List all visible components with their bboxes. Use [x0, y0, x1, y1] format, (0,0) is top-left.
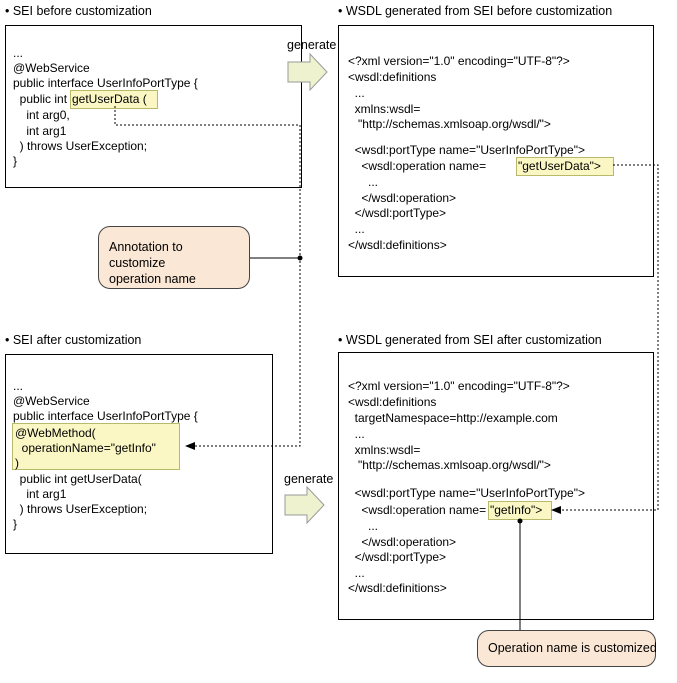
code-line: </wsdl:operation> — [348, 535, 457, 549]
sei-after-panel: ... @WebService public interface UserInf… — [5, 354, 273, 554]
webmethod-annotation-highlight: @WebMethod( operationName="getInfo" ) — [12, 423, 180, 470]
junction-dot — [297, 255, 303, 261]
code-line: "http://schemas.xmlsoap.org/wsdl/"> — [348, 458, 551, 472]
code-line: ... — [348, 519, 379, 533]
code-line: } — [13, 517, 18, 531]
annotation-line: operationName="getInfo" — [15, 441, 156, 455]
code-line: <wsdl:operation name= — [348, 159, 487, 173]
code-line: </wsdl:definitions> — [348, 238, 447, 252]
wsdl-before-panel: <?xml version="1.0" encoding="UTF-8"?> <… — [338, 25, 654, 277]
code-line: <wsdl:definitions — [348, 70, 437, 84]
code-line: ... — [13, 46, 24, 60]
code-line: </wsdl:portType> — [348, 550, 447, 564]
code-line: xmlns:wsdl= — [348, 102, 421, 116]
code-line: <?xml version="1.0" encoding="UTF-8"?> — [348, 379, 570, 393]
code-line: public interface UserInfoPortType { — [13, 76, 198, 90]
code-line: public int — [13, 92, 68, 106]
code-line: ... — [13, 379, 24, 393]
code-line: ... — [348, 86, 365, 100]
annotation-line: ) — [15, 456, 19, 470]
operation-name-highlight: "getUserData"> — [516, 157, 614, 176]
highlight-text: getUserData ( — [72, 92, 147, 106]
code-line: </wsdl:operation> — [348, 191, 457, 205]
code-line: } — [13, 154, 18, 168]
code-line: </wsdl:portType> — [348, 206, 447, 220]
sei-before-title: • SEI before customization — [5, 4, 152, 18]
sei-before-panel: ... @WebService public interface UserInf… — [5, 25, 302, 188]
code-line: ... — [348, 175, 379, 189]
wsdl-before-title: • WSDL generated from SEI before customi… — [338, 4, 613, 18]
code-line: <wsdl:definitions — [348, 395, 437, 409]
customized-callout: Operation name is customized — [477, 630, 657, 667]
generate-label-bottom: generate — [284, 472, 334, 486]
highlight-text: "getInfo"> — [490, 503, 543, 517]
dotted-connector-sei — [114, 106, 301, 450]
code-line: ) throws UserException; — [13, 139, 148, 153]
code-line: int arg0, — [13, 108, 70, 122]
code-line: public interface UserInfoPortType { — [13, 409, 198, 423]
annotation-callout: Annotation to customize operation name — [98, 226, 250, 289]
sei-after-title: • SEI after customization — [5, 333, 142, 347]
code-line: "http://schemas.xmlsoap.org/wsdl/"> — [348, 117, 551, 131]
code-line: ... — [348, 427, 365, 441]
callout-line: operation name — [109, 272, 196, 286]
code-line: @WebService — [13, 61, 90, 75]
operation-name-highlight: getUserData ( — [70, 90, 158, 109]
code-line: int arg1 — [13, 124, 67, 138]
wsdl-after-title: • WSDL generated from SEI after customiz… — [338, 333, 602, 347]
code-line: <wsdl:portType name="UserInfoPortType"> — [348, 486, 585, 500]
code-line: ... — [348, 222, 365, 236]
generate-arrow-bottom — [284, 485, 325, 525]
junction-dot — [517, 518, 523, 524]
code-line: <wsdl:operation name= — [348, 503, 487, 517]
code-line: <?xml version="1.0" encoding="UTF-8"?> — [348, 54, 570, 68]
code-line: xmlns:wsdl= — [348, 443, 421, 457]
code-line: </wsdl:definitions> — [348, 581, 447, 595]
code-line: public int getUserData( — [13, 472, 142, 486]
code-line: <wsdl:portType name="UserInfoPortType"> — [348, 143, 585, 157]
wsdl-after-panel: <?xml version="1.0" encoding="UTF-8"?> <… — [338, 352, 654, 620]
code-line: targetNamespace=http://example.com — [348, 411, 558, 425]
annotation-line: @WebMethod( — [15, 426, 96, 440]
code-line: @WebService — [13, 394, 90, 408]
code-line: ) throws UserException; — [13, 502, 148, 516]
code-line: ... — [348, 566, 365, 580]
callout-line: Annotation to customize — [109, 240, 183, 270]
highlight-text: "getUserData"> — [518, 159, 601, 173]
dotted-connector-wsdl — [551, 164, 659, 514]
code-line: int arg1 — [13, 487, 67, 501]
generate-label-top: generate — [287, 38, 337, 52]
generate-arrow-top — [287, 52, 328, 92]
